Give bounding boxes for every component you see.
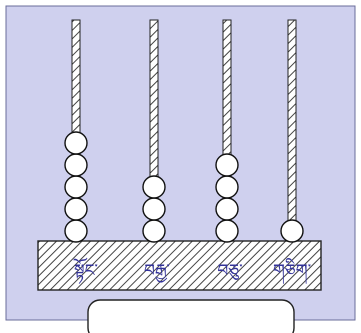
place-label-hundreds: བརྒྱ་ xyxy=(144,261,170,283)
bead-thousands-2 xyxy=(64,197,88,221)
bead-tens-2 xyxy=(215,197,239,221)
bead-thousands-4 xyxy=(64,153,88,177)
bead-thousands-3 xyxy=(64,175,88,199)
bead-hundreds-2 xyxy=(142,197,166,221)
bead-thousands-1 xyxy=(64,219,88,243)
abacus-base xyxy=(37,240,322,291)
bead-tens-4 xyxy=(215,153,239,177)
place-label-thousands: སྟོང་ xyxy=(73,257,98,284)
bead-tens-3 xyxy=(215,175,239,199)
place-label-ones: གཅིག་ xyxy=(273,258,312,285)
abacus-bottom-tab xyxy=(87,299,295,333)
bead-tens-1 xyxy=(215,219,239,243)
rod-ones xyxy=(287,19,297,242)
beads-layer xyxy=(64,131,304,243)
bead-hundreds-3 xyxy=(142,175,166,199)
rods-layer xyxy=(71,19,297,242)
place-label-tens: བཅུ་ xyxy=(217,261,243,281)
bead-hundreds-1 xyxy=(142,219,166,243)
bead-ones-1 xyxy=(280,219,304,243)
bead-thousands-5 xyxy=(64,131,88,155)
labels-layer: སྟོང་ བརྒྱ་ བཅུ་ གཅིག་ xyxy=(73,257,312,285)
